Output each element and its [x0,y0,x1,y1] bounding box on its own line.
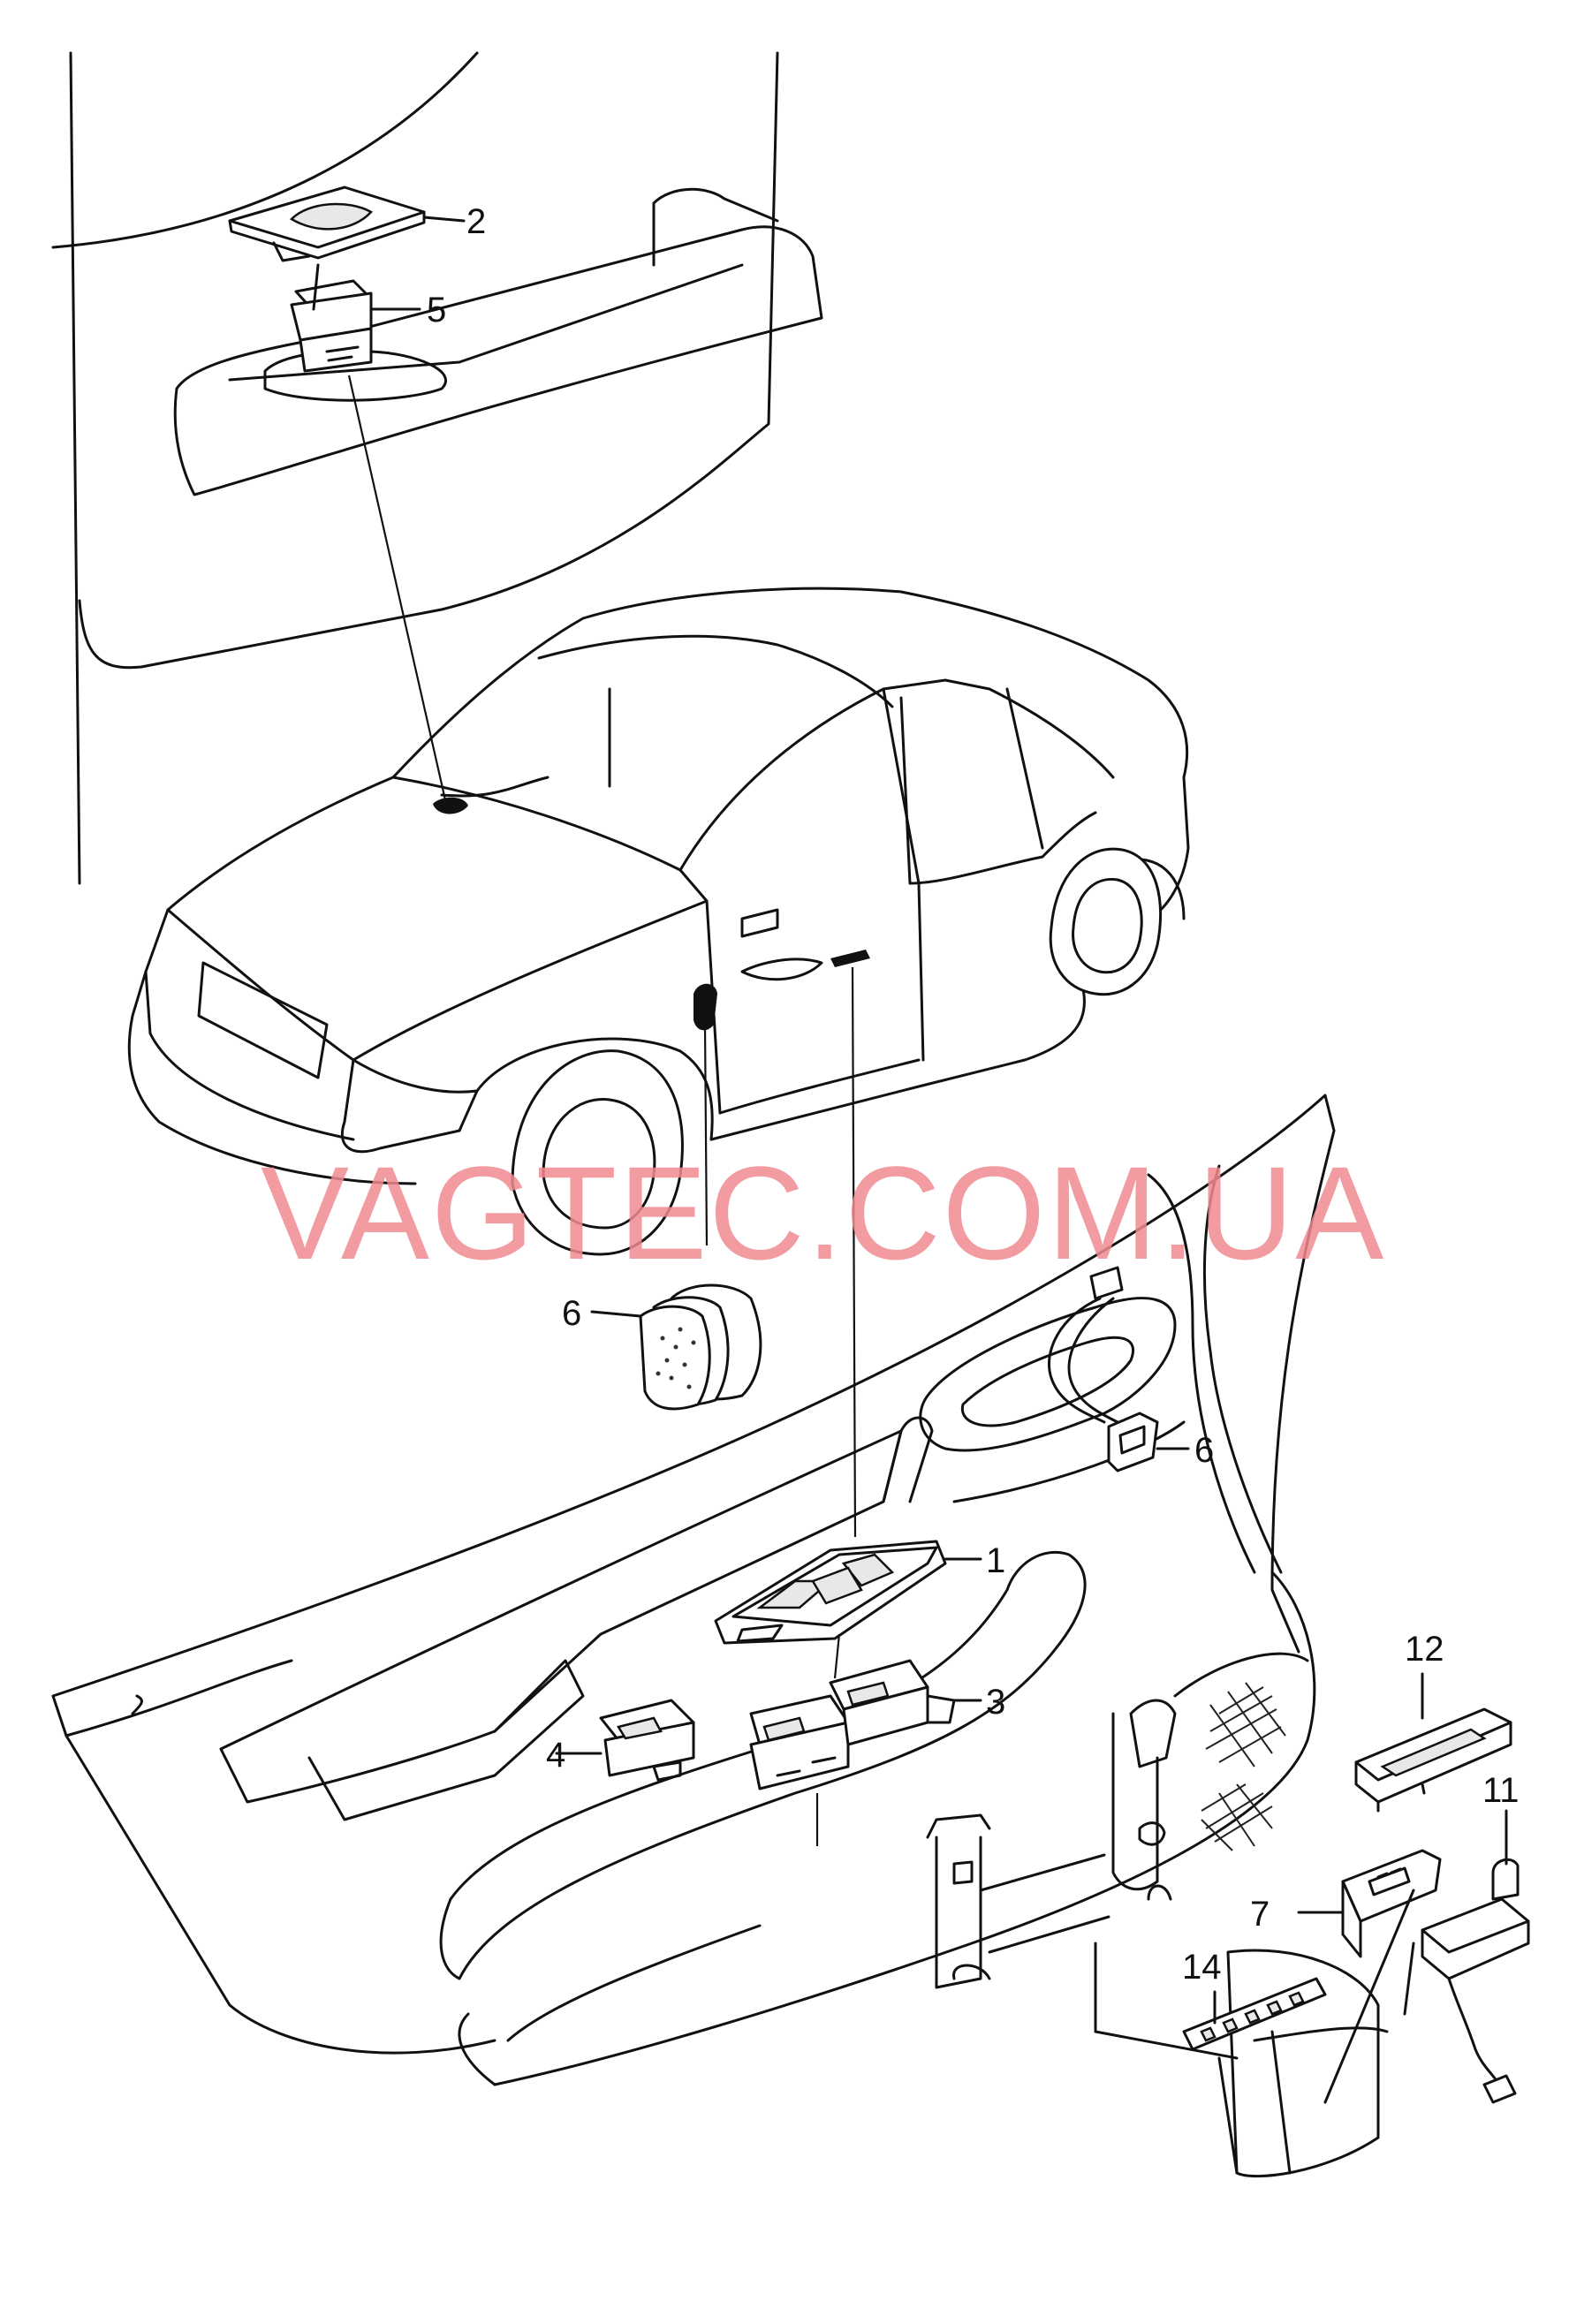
callout-labels: 2 5 6 6 1 3 4 12 11 7 14 [427,202,1520,1987]
callout-4: 4 [546,1736,565,1775]
console-inset [51,51,823,885]
part-2-trim-frame [228,185,466,262]
speaker-mesh [1201,1682,1286,1851]
part-10-module [1297,1849,1442,2104]
part-11-motor [1403,1809,1530,2104]
callout-12: 12 [1405,1630,1444,1669]
callout-3: 3 [986,1683,1005,1722]
callout-14: 14 [1182,1948,1222,1987]
callout-1: 1 [986,1541,1005,1580]
callout-7: 6 [562,1294,581,1333]
callout-2: 2 [466,202,486,241]
door-panel [51,1094,1389,2178]
part-12-display-panel [1354,1672,1512,1813]
callout-5: 5 [427,291,446,329]
watermark-text: VAGTEC.COM.UA [261,1139,1385,1287]
part-6-switch-wiring [1047,1266,1190,1472]
part-4-switch [555,1699,695,1782]
part-7-speaker-grille [590,1283,762,1411]
callout-11: 11 [1482,1771,1520,1810]
callout-6: 6 [1194,1431,1214,1470]
part-5-switch [290,263,448,805]
part-14-switch-strip [1182,1977,1327,2051]
callout-10: 7 [1250,1895,1270,1934]
part-3-switch-unit [749,1659,982,1846]
part-1-switch-bezel [714,1540,982,1679]
car-body [127,587,1190,1538]
